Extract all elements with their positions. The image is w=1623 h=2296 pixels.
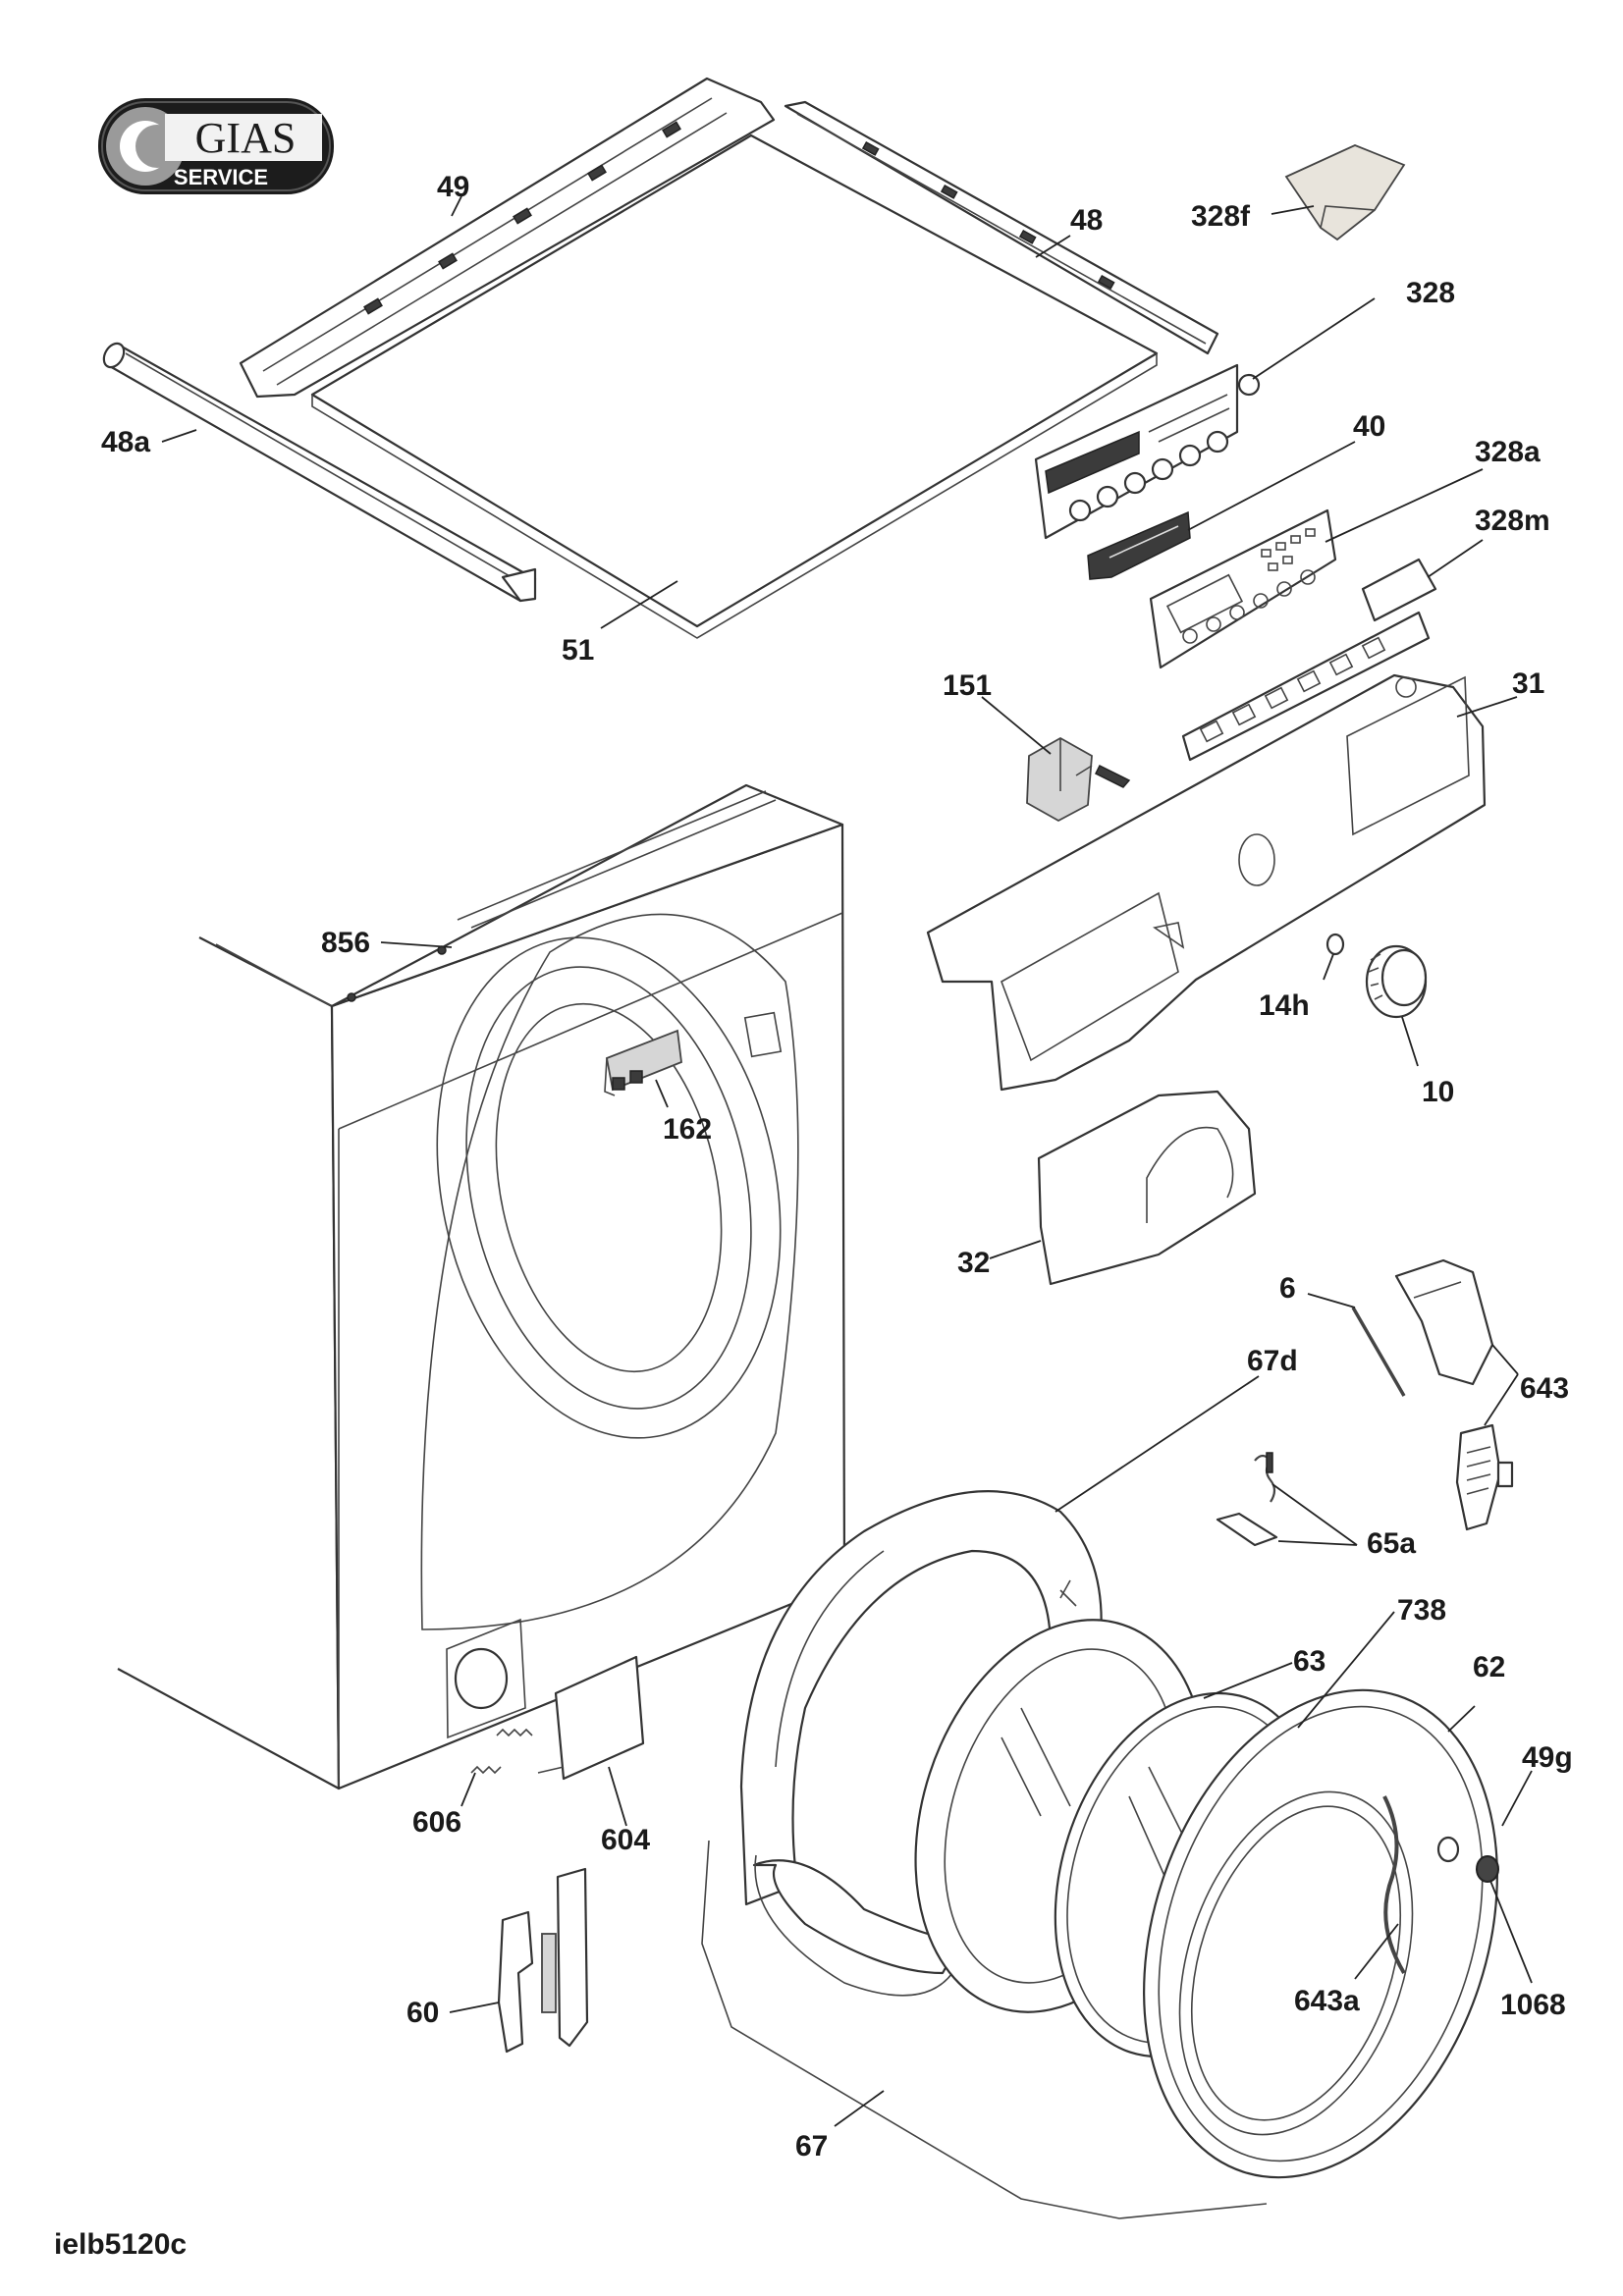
- label-1068: 1068: [1500, 1989, 1566, 2021]
- model-code: ielb5120c: [54, 2228, 187, 2261]
- part-49-top-rail: [239, 77, 776, 399]
- label-643a: 643a: [1294, 1985, 1360, 2017]
- part-14h-knob-pin: [1325, 933, 1345, 956]
- part-151-switch: [1026, 736, 1131, 823]
- label-643: 643: [1520, 1372, 1569, 1405]
- part-162-door-lock: [604, 1029, 682, 1096]
- part-32-drawer-cover: [1037, 1090, 1257, 1286]
- label-48: 48: [1070, 204, 1103, 237]
- label-328: 328: [1406, 277, 1455, 309]
- label-63: 63: [1293, 1645, 1325, 1678]
- part-328-control-board: [1034, 363, 1261, 540]
- label-62: 62: [1473, 1651, 1505, 1683]
- label-162: 162: [663, 1113, 712, 1146]
- label-856: 856: [321, 927, 370, 959]
- part-48a-front-rail: [102, 342, 537, 603]
- label-60: 60: [406, 1997, 439, 2029]
- label-51: 51: [562, 634, 594, 667]
- part-51-worktop: [310, 133, 1159, 639]
- part-328f-cover: [1284, 144, 1406, 241]
- label-10: 10: [1422, 1076, 1454, 1108]
- part-31-control-housing: [926, 673, 1487, 1092]
- label-65a: 65a: [1367, 1527, 1416, 1560]
- label-67d: 67d: [1247, 1345, 1298, 1377]
- part-60-door-hinge: [497, 1867, 589, 2054]
- cabinet-body: [117, 783, 846, 1790]
- part-40-display-module: [1087, 510, 1191, 580]
- label-738: 738: [1397, 1594, 1446, 1627]
- part-328m-button-bar: [1181, 558, 1437, 762]
- part-62-outer-door: [1143, 1688, 1498, 2179]
- part-10-knob: [1365, 944, 1428, 1019]
- label-151: 151: [943, 669, 992, 702]
- label-48a: 48a: [101, 426, 150, 458]
- label-49g: 49g: [1522, 1741, 1573, 1774]
- label-6: 6: [1279, 1272, 1296, 1305]
- part-labels: 49 48 48a 51 328f 328 40 328a 328m 151 3…: [101, 171, 1573, 2163]
- label-606: 606: [412, 1806, 461, 1839]
- part-48-side-rail: [784, 100, 1219, 355]
- label-328f: 328f: [1191, 200, 1251, 233]
- label-40: 40: [1353, 410, 1385, 443]
- part-606-spring: [470, 1728, 533, 1775]
- part-6-rod: [1351, 1307, 1406, 1397]
- label-31: 31: [1512, 667, 1544, 700]
- part-604-filter-flap: [537, 1655, 645, 1781]
- gias-service-logo: GIAS SERVICE: [98, 98, 334, 194]
- leader-lines: [161, 195, 1533, 2127]
- part-67-door-frame: [701, 1840, 1268, 2219]
- label-14h: 14h: [1259, 989, 1310, 1022]
- label-604: 604: [601, 1824, 650, 1856]
- label-49: 49: [437, 171, 469, 203]
- part-643-handle: [1394, 1258, 1514, 1531]
- label-328m: 328m: [1475, 505, 1550, 537]
- brand-name: GIAS: [195, 114, 297, 162]
- part-65a-latch: [1216, 1452, 1278, 1547]
- label-67: 67: [795, 2130, 828, 2163]
- part-328a-control-panel: [1149, 508, 1337, 669]
- part-1068-door-button: [1476, 1855, 1499, 1883]
- label-32: 32: [957, 1247, 990, 1279]
- brand-sub: SERVICE: [174, 165, 268, 189]
- label-328a: 328a: [1475, 436, 1541, 468]
